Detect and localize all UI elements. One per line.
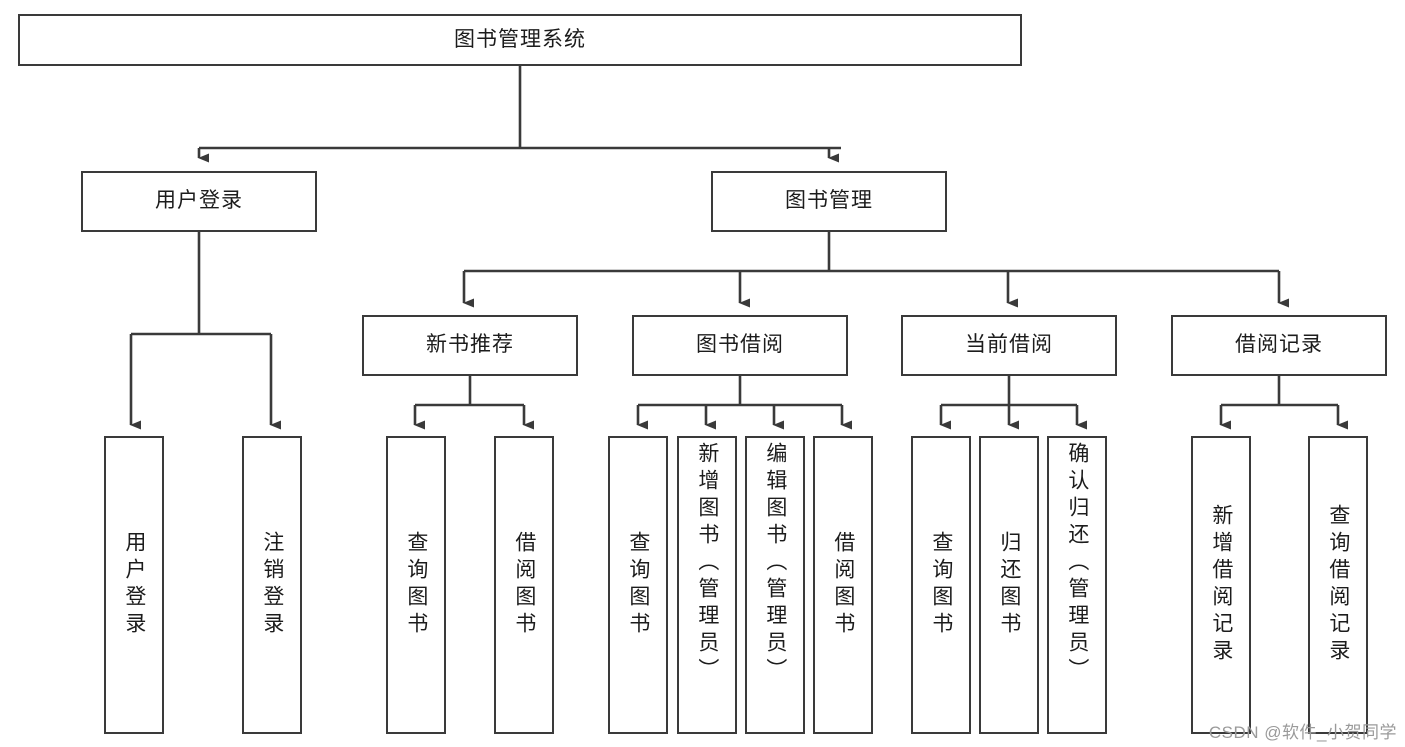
node-leaf-borrow-book-1[interactable]: 借阅图书 <box>494 436 554 734</box>
node-current-borrow-label: 当前借阅 <box>965 333 1053 357</box>
node-root-label: 图书管理系统 <box>454 27 586 51</box>
node-leaf-add-book[interactable]: 新增图书（管理员） <box>677 436 737 734</box>
node-leaf-query-book-3-label: 查询图书 <box>929 531 953 639</box>
node-root[interactable]: 图书管理系统 <box>18 14 1022 66</box>
node-leaf-query-book-1-label: 查询图书 <box>404 531 428 639</box>
node-leaf-return-book[interactable]: 归还图书 <box>979 436 1039 734</box>
watermark: CSDN @软件_小贺同学 <box>1208 723 1397 742</box>
node-leaf-confirm-return[interactable]: 确认归还（管理员） <box>1047 436 1107 734</box>
node-leaf-user-login[interactable]: 用户登录 <box>104 436 164 734</box>
node-leaf-borrow-book-2-label: 借阅图书 <box>831 531 855 639</box>
node-book-manage[interactable]: 图书管理 <box>711 171 947 232</box>
node-book-borrow[interactable]: 图书借阅 <box>632 315 848 376</box>
node-borrow-record[interactable]: 借阅记录 <box>1171 315 1387 376</box>
node-new-book-recommend-label: 新书推荐 <box>426 333 514 357</box>
node-borrow-record-label: 借阅记录 <box>1235 333 1323 357</box>
node-user-login-label: 用户登录 <box>155 189 243 213</box>
node-leaf-add-book-label: 新增图书（管理员） <box>695 442 719 685</box>
node-leaf-edit-book-label: 编辑图书（管理员） <box>763 442 787 685</box>
node-book-manage-label: 图书管理 <box>785 189 873 213</box>
node-book-borrow-label: 图书借阅 <box>696 333 784 357</box>
node-leaf-return-book-label: 归还图书 <box>997 531 1021 639</box>
node-leaf-query-book-2[interactable]: 查询图书 <box>608 436 668 734</box>
node-leaf-borrow-book-2[interactable]: 借阅图书 <box>813 436 873 734</box>
node-leaf-query-book-2-label: 查询图书 <box>626 531 650 639</box>
node-leaf-edit-book[interactable]: 编辑图书（管理员） <box>745 436 805 734</box>
node-current-borrow[interactable]: 当前借阅 <box>901 315 1117 376</box>
node-leaf-query-book-1[interactable]: 查询图书 <box>386 436 446 734</box>
node-leaf-confirm-return-label: 确认归还（管理员） <box>1065 442 1089 685</box>
node-leaf-query-record[interactable]: 查询借阅记录 <box>1308 436 1368 734</box>
node-leaf-query-book-3[interactable]: 查询图书 <box>911 436 971 734</box>
node-user-login[interactable]: 用户登录 <box>81 171 317 232</box>
node-leaf-logout-label: 注销登录 <box>260 531 284 639</box>
node-new-book-recommend[interactable]: 新书推荐 <box>362 315 578 376</box>
node-leaf-logout[interactable]: 注销登录 <box>242 436 302 734</box>
node-leaf-add-record[interactable]: 新增借阅记录 <box>1191 436 1251 734</box>
node-leaf-borrow-book-1-label: 借阅图书 <box>512 531 536 639</box>
node-leaf-user-login-label: 用户登录 <box>122 531 146 639</box>
node-leaf-query-record-label: 查询借阅记录 <box>1326 504 1350 666</box>
node-leaf-add-record-label: 新增借阅记录 <box>1209 504 1233 666</box>
